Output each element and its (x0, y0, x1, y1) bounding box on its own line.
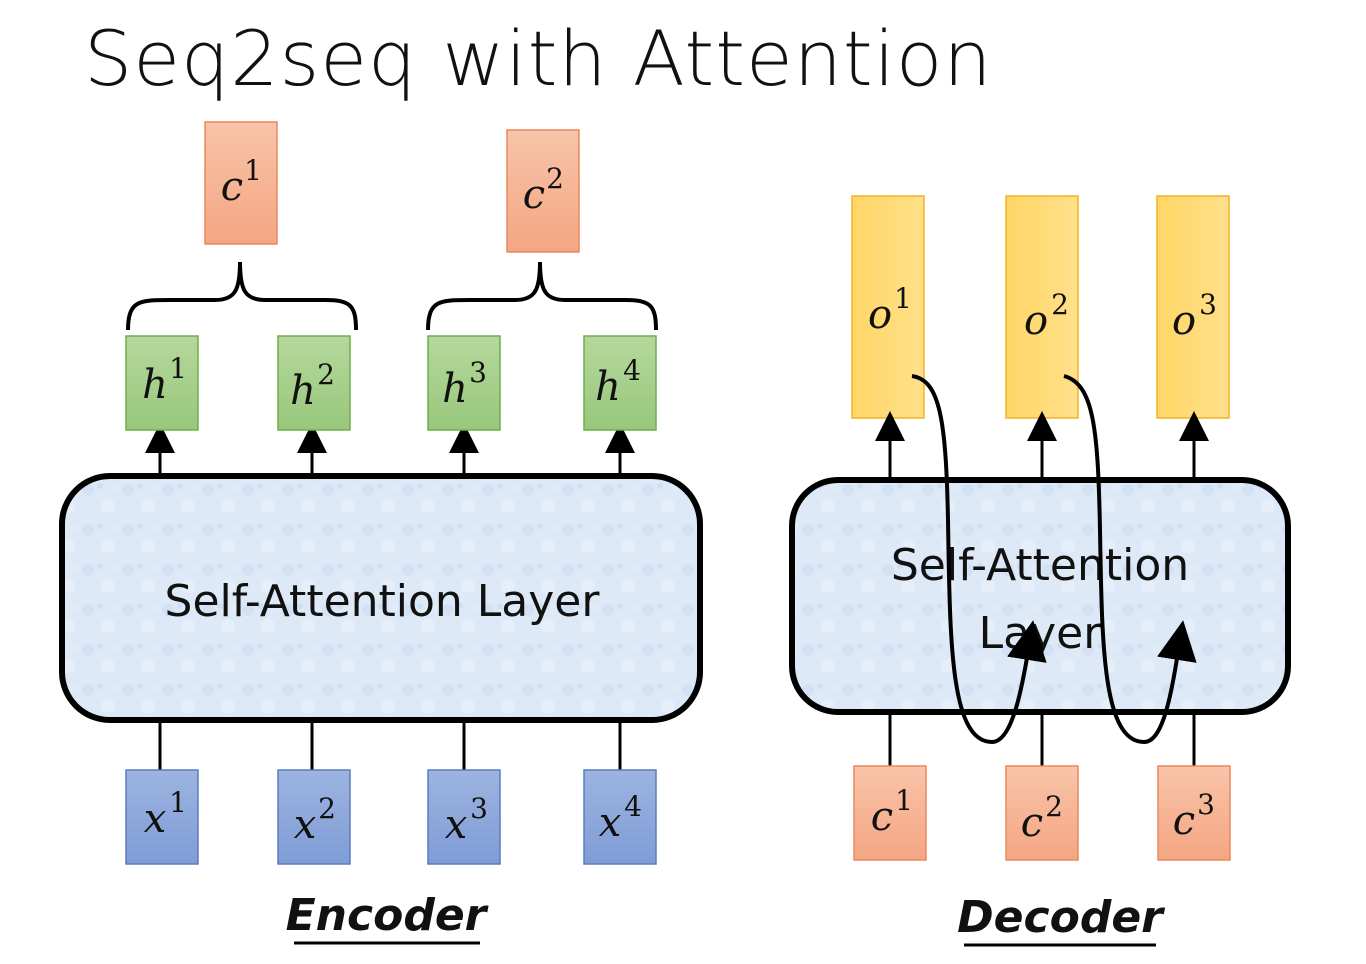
encoder-input-x1: x 1 (125, 769, 199, 865)
dc3-base: c (1173, 798, 1195, 844)
encoder-hidden-h4: h 4 (583, 335, 657, 431)
encoder-context-c1: c 1 (204, 121, 278, 245)
encoder: Self-Attention Layer x 1 x 2 x (59, 121, 703, 945)
encoder-self-attention-layer (59, 473, 703, 723)
x1-sup: 1 (169, 786, 187, 819)
h2-base: h (290, 368, 316, 414)
decoder-output-o2: o 2 (1005, 195, 1079, 419)
c1-base: c (221, 164, 243, 210)
decoder-input-c2: c 2 (1005, 765, 1079, 861)
brace-h3-h4 (426, 261, 658, 331)
decoder-caption: Decoder (957, 892, 1165, 943)
encoder-caption: Encoder (286, 890, 489, 941)
feedback-arrow-o2-to-c3 (1063, 374, 1197, 745)
encoder-context-c2: c 2 (506, 129, 580, 253)
encoder-input-lines (158, 722, 622, 770)
encoder-hidden-h2: h 2 (277, 335, 351, 431)
o3-base: o (1172, 298, 1196, 344)
encoder-layer-label: Self-Attention Layer (165, 576, 601, 627)
dc2-sup: 2 (1045, 790, 1063, 823)
decoder-input-c3: c 3 (1157, 765, 1231, 861)
encoder-input-x2: x 2 (277, 769, 351, 865)
h1-base: h (142, 362, 168, 408)
decoder-self-attention-layer (789, 477, 1291, 715)
decoder-input-c1: c 1 (853, 765, 927, 861)
h2-sup: 2 (317, 358, 335, 391)
decoder-output-arrows (875, 411, 1209, 478)
x4-sup: 4 (624, 790, 642, 823)
x3-sup: 3 (470, 792, 488, 825)
h3-sup: 3 (469, 356, 487, 389)
decoder-input-lines (888, 714, 1196, 766)
dc2-base: c (1021, 800, 1043, 846)
decoder: o 1 o 2 o 3 Self-Attention Layer (789, 195, 1291, 947)
c2-sup: 2 (546, 162, 564, 195)
x4-base: x (599, 800, 622, 846)
o1-sup: 1 (894, 282, 912, 315)
decoder-output-o1: o 1 (851, 195, 925, 419)
dc1-sup: 1 (895, 784, 913, 817)
h1-sup: 1 (169, 352, 187, 385)
encoder-input-x3: x 3 (427, 769, 501, 865)
o2-base: o (1024, 298, 1048, 344)
o1-base: o (868, 292, 892, 338)
decoder-layer-label-line1: Self-Attention (891, 540, 1189, 591)
o3-sup: 3 (1199, 288, 1217, 321)
o2-sup: 2 (1051, 288, 1069, 321)
decoder-layer-label-line2: Layer (979, 608, 1103, 659)
dc3-sup: 3 (1197, 788, 1215, 821)
x3-base: x (445, 802, 468, 848)
encoder-hidden-h1: h 1 (125, 335, 199, 431)
x2-base: x (294, 802, 317, 848)
encoder-input-x4: x 4 (583, 769, 657, 865)
h4-base: h (595, 364, 621, 410)
encoder-hidden-h3: h 3 (427, 335, 501, 431)
c1-sup: 1 (244, 154, 262, 187)
x2-sup: 2 (318, 792, 336, 825)
x1-base: x (144, 796, 167, 842)
feedback-arrow-o1-to-c2 (911, 374, 1047, 745)
dc1-base: c (871, 794, 893, 840)
brace-h1-h2 (126, 261, 358, 331)
h4-sup: 4 (623, 354, 641, 387)
c2-base: c (523, 172, 545, 218)
page-title: Seq2seq with Attention (84, 14, 993, 103)
h3-base: h (442, 366, 468, 412)
encoder-output-arrows (145, 423, 635, 474)
decoder-output-o3: o 3 (1156, 195, 1230, 419)
